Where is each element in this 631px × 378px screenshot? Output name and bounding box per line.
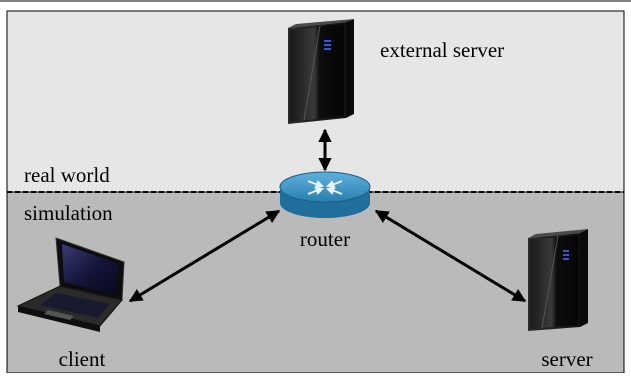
client-laptop-icon <box>16 237 125 332</box>
link-router-client <box>128 209 281 303</box>
server-tower-icon <box>528 229 588 331</box>
router-icon <box>279 171 371 218</box>
external-server-label: external server <box>380 38 504 62</box>
server-label: server <box>541 347 592 371</box>
link-router-server <box>374 209 527 303</box>
router-label: router <box>300 227 350 251</box>
client-label: client <box>59 347 106 371</box>
simulation-label: simulation <box>24 201 113 225</box>
external-server-icon <box>288 19 354 124</box>
real-world-label: real world <box>24 163 110 187</box>
